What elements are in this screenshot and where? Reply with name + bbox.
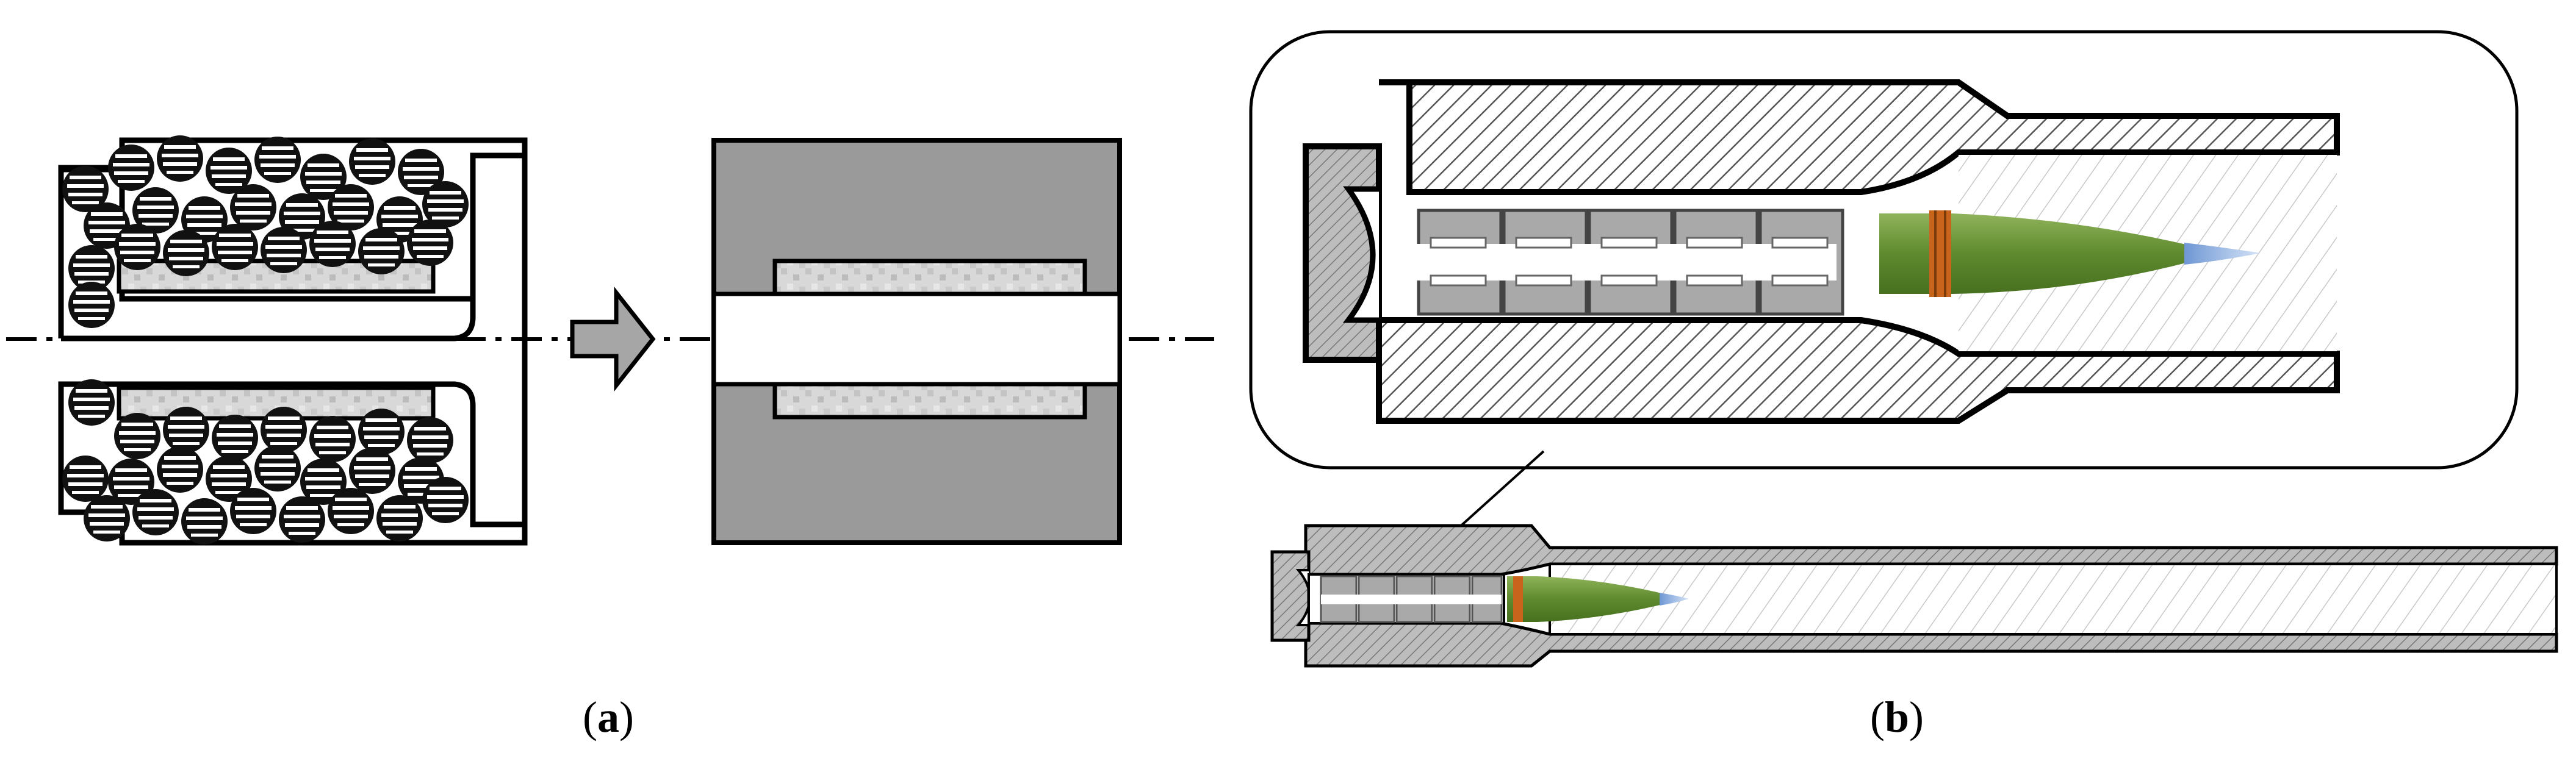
driving-band: [1929, 210, 1951, 297]
projectile: [1879, 210, 2261, 297]
gun-charge-blocks: [1320, 575, 1503, 623]
breech-block: [1303, 143, 1382, 363]
right-arrow-icon: [570, 286, 656, 392]
panel-b-full-gun: [1270, 524, 2558, 668]
gun-breech: [1270, 550, 1311, 642]
barrel-wall-lower: [1376, 317, 2340, 424]
block-strip-upper: [772, 259, 1087, 296]
caption-a: (a): [583, 693, 634, 742]
block-strip-lower: [772, 382, 1087, 420]
projectile-tip: [2184, 243, 2261, 265]
caption-b: (b): [1870, 693, 1924, 742]
gun-barrel-lower: [1304, 621, 2558, 668]
gun-bore: [1549, 563, 2558, 635]
breech-plug: [1342, 186, 1379, 323]
gun-projectile: [1507, 576, 1689, 622]
panel-a-right-block: [711, 138, 1122, 545]
panel-a-left-assembly: [58, 135, 528, 546]
panel-b-zoom-callout: [1249, 30, 2519, 555]
charge-blocks: [1409, 209, 1844, 316]
